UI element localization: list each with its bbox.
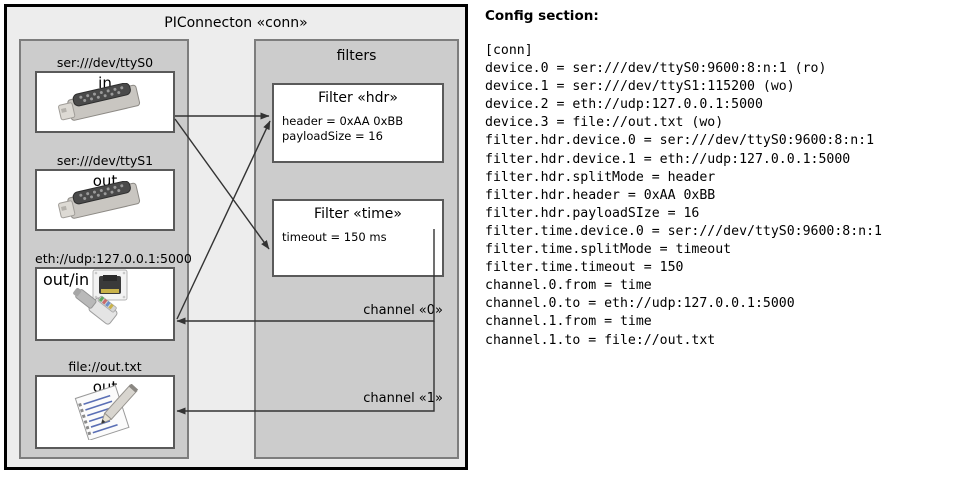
config-line: channel.0.to = eth://udp:127.0.0.1:5000 bbox=[485, 296, 795, 312]
device-file-caption: file://out.txt bbox=[68, 359, 142, 374]
device-eth-caption: eth://udp:127.0.0.1:5000 bbox=[35, 251, 192, 266]
config-line: device.2 = eth://udp:127.0.0.1:5000 bbox=[485, 97, 763, 113]
config-line: device.0 = ser:///dev/ttyS0:9600:8:n:1 (… bbox=[485, 61, 827, 77]
text-document-pencil-icon bbox=[65, 383, 145, 444]
filter-hdr-prop-payloadsize: payloadSize = 16 bbox=[282, 129, 383, 143]
config-section-heading: Config section: bbox=[485, 8, 599, 24]
device-eth[interactable]: eth://udp:127.0.0.1:5000 out/in bbox=[35, 251, 192, 341]
config-line: channel.1.from = time bbox=[485, 314, 652, 330]
device-file-card[interactable]: out bbox=[35, 375, 175, 449]
config-line: filter.time.splitMode = timeout bbox=[485, 242, 732, 258]
device-ttys1[interactable]: ser:///dev/ttyS1 out bbox=[35, 153, 175, 231]
filter-hdr-prop-header: header = 0xAA 0xBB bbox=[282, 114, 404, 128]
config-line: filter.hdr.splitMode = header bbox=[485, 169, 716, 185]
filter-time-prop-timeout: timeout = 150 ms bbox=[282, 230, 387, 244]
filter-hdr-properties: header = 0xAA 0xBB payloadSize = 16 bbox=[274, 106, 442, 150]
config-line: filter.hdr.payloadSIze = 16 bbox=[485, 205, 700, 221]
config-line: filter.time.device.0 = ser:///dev/ttyS0:… bbox=[485, 223, 882, 239]
config-line: filter.hdr.device.1 = eth://udp:127.0.0.… bbox=[485, 151, 851, 167]
channel-0-label: channel «0» bbox=[363, 303, 443, 318]
serial-connector-icon bbox=[55, 180, 155, 227]
config-section-text: [conn] device.0 = ser:///dev/ttyS0:9600:8… bbox=[485, 42, 882, 350]
filter-time-properties: timeout = 150 ms bbox=[274, 222, 442, 251]
config-line: filter.time.timeout = 150 bbox=[485, 260, 684, 276]
filter-time-card[interactable]: Filter «time» timeout = 150 ms bbox=[272, 199, 444, 277]
device-ttys1-caption: ser:///dev/ttyS1 bbox=[56, 153, 154, 168]
device-ttys0-card[interactable]: in bbox=[35, 71, 175, 133]
filter-hdr-card[interactable]: Filter «hdr» header = 0xAA 0xBB payloadS… bbox=[272, 83, 444, 163]
devices-group: ser:///dev/ttyS0 in bbox=[19, 39, 192, 459]
filters-group-title: filters bbox=[336, 48, 377, 64]
filters-group: filters Filter «hdr» header = 0xAA 0xBB … bbox=[254, 39, 459, 459]
serial-connector-icon bbox=[55, 82, 155, 129]
config-section-panel: Config section: [conn] device.0 = ser:///… bbox=[482, 0, 962, 484]
device-file[interactable]: file://out.txt out bbox=[35, 359, 175, 449]
device-ttys0[interactable]: ser:///dev/ttyS0 in bbox=[35, 55, 175, 133]
device-ttys1-card[interactable]: out bbox=[35, 169, 175, 231]
config-line: filter.hdr.device.0 = ser:///dev/ttyS0:9… bbox=[485, 133, 875, 149]
connector-diagram-panel: PIConnecton «conn» ser:///dev/ttyS0 in bbox=[4, 4, 468, 470]
config-line: channel.0.from = time bbox=[485, 278, 652, 294]
device-ttys0-caption: ser:///dev/ttyS0 bbox=[56, 55, 154, 70]
config-line: device.1 = ser:///dev/ttyS1:115200 (wo) bbox=[485, 79, 795, 95]
config-line: [conn] bbox=[485, 43, 533, 58]
ethernet-plug-icon bbox=[67, 268, 145, 338]
config-line: device.3 = file://out.txt (wo) bbox=[485, 115, 724, 131]
page-title: PIConnecton «conn» bbox=[164, 15, 308, 31]
config-line: channel.1.to = file://out.txt bbox=[485, 332, 716, 348]
filter-time-title: Filter «time» bbox=[314, 206, 402, 222]
device-eth-card[interactable]: out/in bbox=[35, 267, 175, 341]
filter-hdr-title: Filter «hdr» bbox=[318, 90, 398, 106]
channel-1-label: channel «1» bbox=[363, 391, 443, 406]
config-line: filter.hdr.header = 0xAA 0xBB bbox=[485, 187, 716, 203]
device-eth-direction: out/in bbox=[43, 270, 90, 289]
